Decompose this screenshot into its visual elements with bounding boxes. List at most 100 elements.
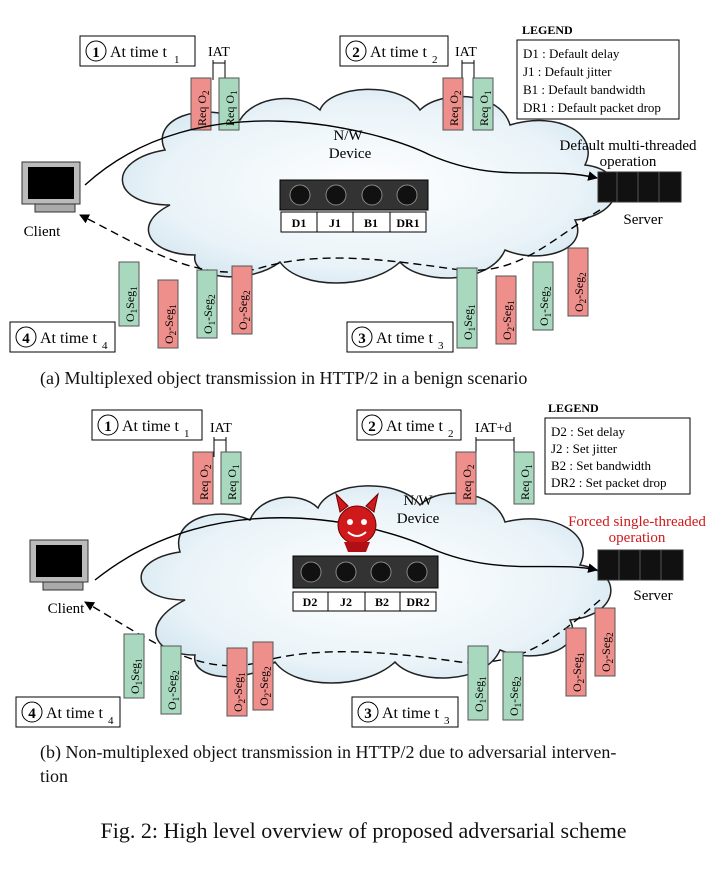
seg-o2-2-b-left: O2-Seg2 (252, 641, 274, 711)
svg-text:Req O1: Req O1 (518, 465, 534, 501)
devil-icon (335, 492, 379, 552)
svg-text:O2-Seg2: O2-Seg2 (257, 666, 273, 706)
request-path (84, 120, 598, 186)
svg-text:4: 4 (108, 715, 114, 727)
time-box-4: 4 At time t 4 (15, 696, 121, 728)
panel-b: 1 At time t 1 2 At time t 2 3 At time t … (15, 401, 706, 728)
svg-text:B1 : Default bandwidth: B1 : Default bandwidth (523, 82, 646, 97)
client-computer-b (29, 539, 89, 591)
response-path (79, 209, 601, 273)
req-o1-block-a2: Req O1 (472, 77, 494, 131)
iat-label-2: IAT (455, 45, 477, 60)
request-path (94, 517, 598, 581)
svg-text:D2 : Set delay: D2 : Set delay (551, 424, 626, 439)
server-label-b: Server (633, 588, 672, 604)
svg-text:O1-Seg2: O1-Seg2 (165, 670, 181, 710)
seg-o1-1-a-right: O1Seg1 (456, 267, 478, 349)
iat-label-1: IAT (208, 45, 230, 60)
seg-o1-1-a-left: O1Seg1 (118, 261, 140, 327)
svg-text:Req O1: Req O1 (225, 465, 241, 501)
svg-text:At time t: At time t (110, 44, 167, 61)
legend-a: LEGEND D1 : Default delay J1 : Default j… (516, 23, 680, 120)
svg-text:3: 3 (364, 706, 372, 722)
svg-text:O1Seg1: O1Seg1 (128, 658, 144, 694)
time-box-2: 2 At time t 2 (339, 35, 449, 67)
svg-text:O1Seg1: O1Seg1 (472, 676, 488, 712)
caption-b-line1: (b) Non-multiplexed object transmission … (40, 742, 617, 762)
client-computer-a (21, 161, 81, 213)
iat-label-1: IAT (210, 421, 232, 436)
svg-text:Req O2: Req O2 (447, 91, 463, 127)
svg-text:4: 4 (22, 331, 30, 347)
caption-a: (a) Multiplexed object transmission in H… (40, 368, 528, 388)
client-label-a: Client (24, 224, 61, 240)
caption-b-line2: tion (40, 766, 69, 786)
svg-text:O2-Seg1: O2-Seg1 (500, 300, 516, 340)
seg-o1-1-b-left: O1Seg1 (123, 633, 145, 699)
svg-text:operation: operation (609, 530, 666, 546)
svg-text:DR1 : Default packet drop: DR1 : Default packet drop (523, 100, 661, 115)
svg-text:Req O2: Req O2 (195, 91, 211, 127)
svg-text:DR1: DR1 (396, 216, 419, 230)
svg-text:1: 1 (174, 54, 180, 66)
svg-text:4: 4 (28, 706, 36, 722)
svg-text:O1Seg1: O1Seg1 (123, 286, 139, 322)
network-device-b: D2 J2 B2 DR2 (292, 555, 439, 612)
response-path (84, 599, 601, 667)
svg-text:Device: Device (329, 146, 372, 162)
time-box-3: 3 At time t 3 (346, 321, 454, 353)
svg-text:LEGEND: LEGEND (522, 23, 573, 37)
seg-o1-1-b-right: O1Seg1 (467, 645, 489, 721)
svg-text:J1: J1 (329, 216, 341, 230)
nw-device-label: N/W (333, 128, 363, 144)
time-box-3: 3 At time t 3 (351, 696, 459, 728)
svg-text:Req O2: Req O2 (197, 465, 213, 501)
seg-o2-1-b-left: O2-Seg1 (226, 647, 248, 717)
seg-o2-1-a-left: O2-Seg1 (157, 279, 179, 349)
time-box-1: 1 At time t 1 (91, 409, 203, 441)
svg-text:2: 2 (448, 428, 454, 440)
svg-text:Req O1: Req O1 (477, 91, 493, 127)
svg-text:D1: D1 (292, 216, 307, 230)
figure-caption: Fig. 2: High level overview of proposed … (100, 818, 627, 843)
time-box-1: 1 At time t 1 (79, 35, 196, 67)
svg-text:DR2 : Set packet drop: DR2 : Set packet drop (551, 475, 667, 490)
svg-text:operation: operation (600, 154, 657, 170)
svg-text:O1-Seg2: O1-Seg2 (507, 676, 523, 716)
iat-label-2: IAT+d (475, 421, 512, 436)
svg-text:2: 2 (368, 419, 376, 435)
req-o1-block-a1: Req O1 (218, 77, 240, 131)
req-o1-block-b1: Req O1 (220, 451, 242, 505)
svg-text:J2: J2 (340, 595, 352, 609)
svg-text:Req O1: Req O1 (223, 91, 239, 127)
seg-o2-1-b-right: O2-Seg1 (565, 627, 587, 697)
svg-text:At time t: At time t (40, 330, 97, 347)
server-a (597, 171, 682, 203)
svg-text:O2-Seg2: O2-Seg2 (599, 632, 615, 672)
legend-b: LEGEND D2 : Set delay J2 : Set jitter B2… (544, 401, 691, 495)
svg-text:Forced single-threaded: Forced single-threaded (568, 514, 706, 530)
svg-text:2: 2 (432, 54, 438, 66)
seg-o2-2-a-right: O2-Seg2 (567, 247, 589, 317)
req-o2-block-b2: Req O2 (455, 451, 477, 505)
time-box-4: 4 At time t 4 (9, 321, 116, 353)
svg-text:O2-Seg1: O2-Seg1 (162, 304, 178, 344)
svg-text:At time t: At time t (376, 330, 433, 347)
svg-text:O2-Seg1: O2-Seg1 (570, 652, 586, 692)
seg-o2-1-a-right: O2-Seg1 (495, 275, 517, 345)
svg-text:O2-Seg2: O2-Seg2 (236, 290, 252, 330)
server-b (597, 549, 684, 581)
panel-a: 1 At time t 1 2 At time t 2 3 At time t … (9, 23, 697, 353)
seg-o1-2-a-left: O1-Seg2 (196, 269, 218, 339)
svg-text:LEGEND: LEGEND (548, 401, 599, 415)
svg-text:O2-Seg2: O2-Seg2 (572, 272, 588, 312)
svg-text:J2 : Set jitter: J2 : Set jitter (551, 441, 618, 456)
seg-o1-2-b-left: O1-Seg2 (160, 645, 182, 715)
seg-o2-2-b-right: O2-Seg2 (594, 607, 616, 677)
svg-text:1: 1 (184, 428, 190, 440)
seg-o1-2-b-right: O1-Seg2 (502, 651, 524, 721)
svg-text:B2 : Set bandwidth: B2 : Set bandwidth (551, 458, 652, 473)
svg-text:3: 3 (444, 715, 450, 727)
